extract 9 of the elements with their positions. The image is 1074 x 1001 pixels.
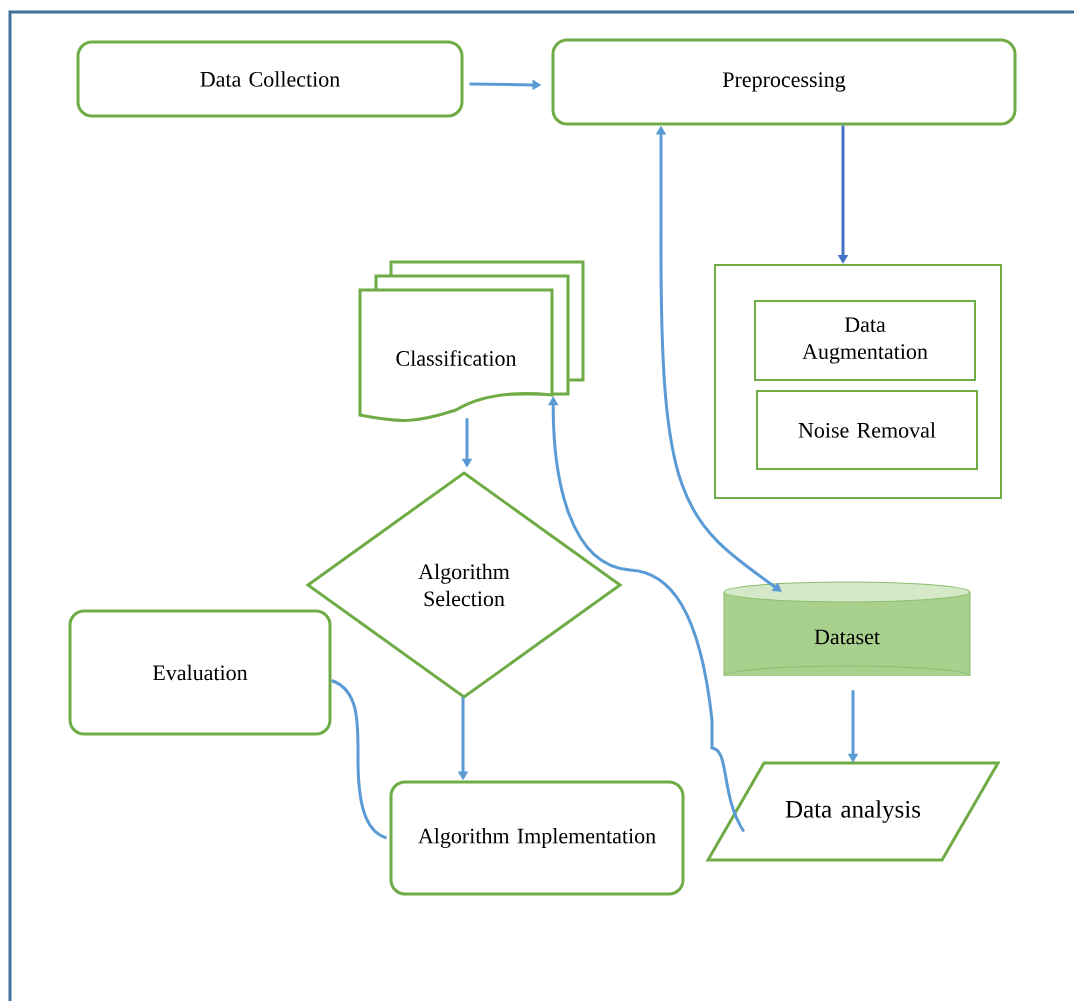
process-box: Algorithm Implementation xyxy=(389,780,685,896)
process-box: Preprocessing xyxy=(551,38,1017,126)
process-box xyxy=(714,264,1002,499)
database-cylinder: Dataset xyxy=(723,581,971,677)
process-box: Evaluation xyxy=(68,609,332,736)
process-box: Data Collection xyxy=(76,40,464,118)
document-stack: Classification xyxy=(358,260,585,422)
process-box: Noise Removal xyxy=(756,390,978,470)
process-box: Data Augmentation xyxy=(754,300,976,381)
